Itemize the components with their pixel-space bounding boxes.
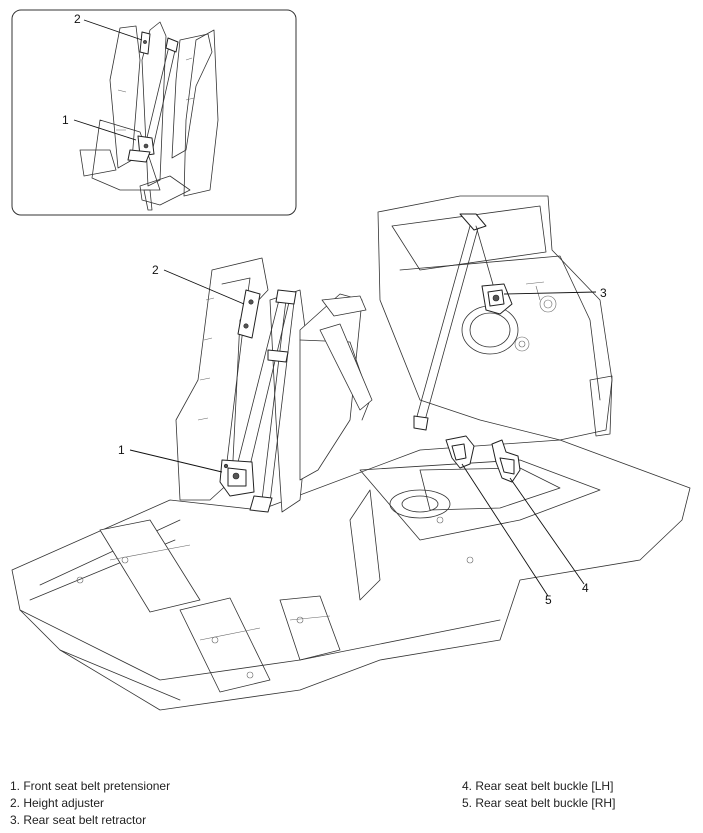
legend-item: 3. Rear seat belt retractor: [10, 813, 147, 827]
callout-4: 4: [582, 581, 589, 595]
inset-callout-2: 2: [74, 12, 81, 26]
callout-2: 2: [152, 263, 159, 277]
legend-right: 4. Rear seat belt buckle [LH] 5. Rear se…: [462, 778, 615, 812]
callout-5: 5: [545, 593, 552, 607]
vehicle-body-illustration: [11, 195, 691, 711]
callout-leaders: [129, 269, 597, 597]
seat-belt-parts: [219, 213, 521, 513]
callout-3: 3: [600, 286, 607, 300]
legend-item: 1. Front seat belt pretensioner: [10, 779, 171, 793]
legend-left: 1. Front seat belt pretensioner 2. Heigh…: [10, 778, 170, 829]
callout-1: 1: [118, 443, 125, 457]
legend-item: 2. Height adjuster: [10, 796, 105, 810]
seat-belt-diagram: 2 1: [11, 9, 691, 711]
legend-item: 4. Rear seat belt buckle [LH]: [462, 779, 614, 793]
inset-detail-view: 2 1: [11, 9, 297, 216]
legend-item: 5. Rear seat belt buckle [RH]: [462, 796, 616, 810]
inset-callout-1: 1: [62, 113, 69, 127]
